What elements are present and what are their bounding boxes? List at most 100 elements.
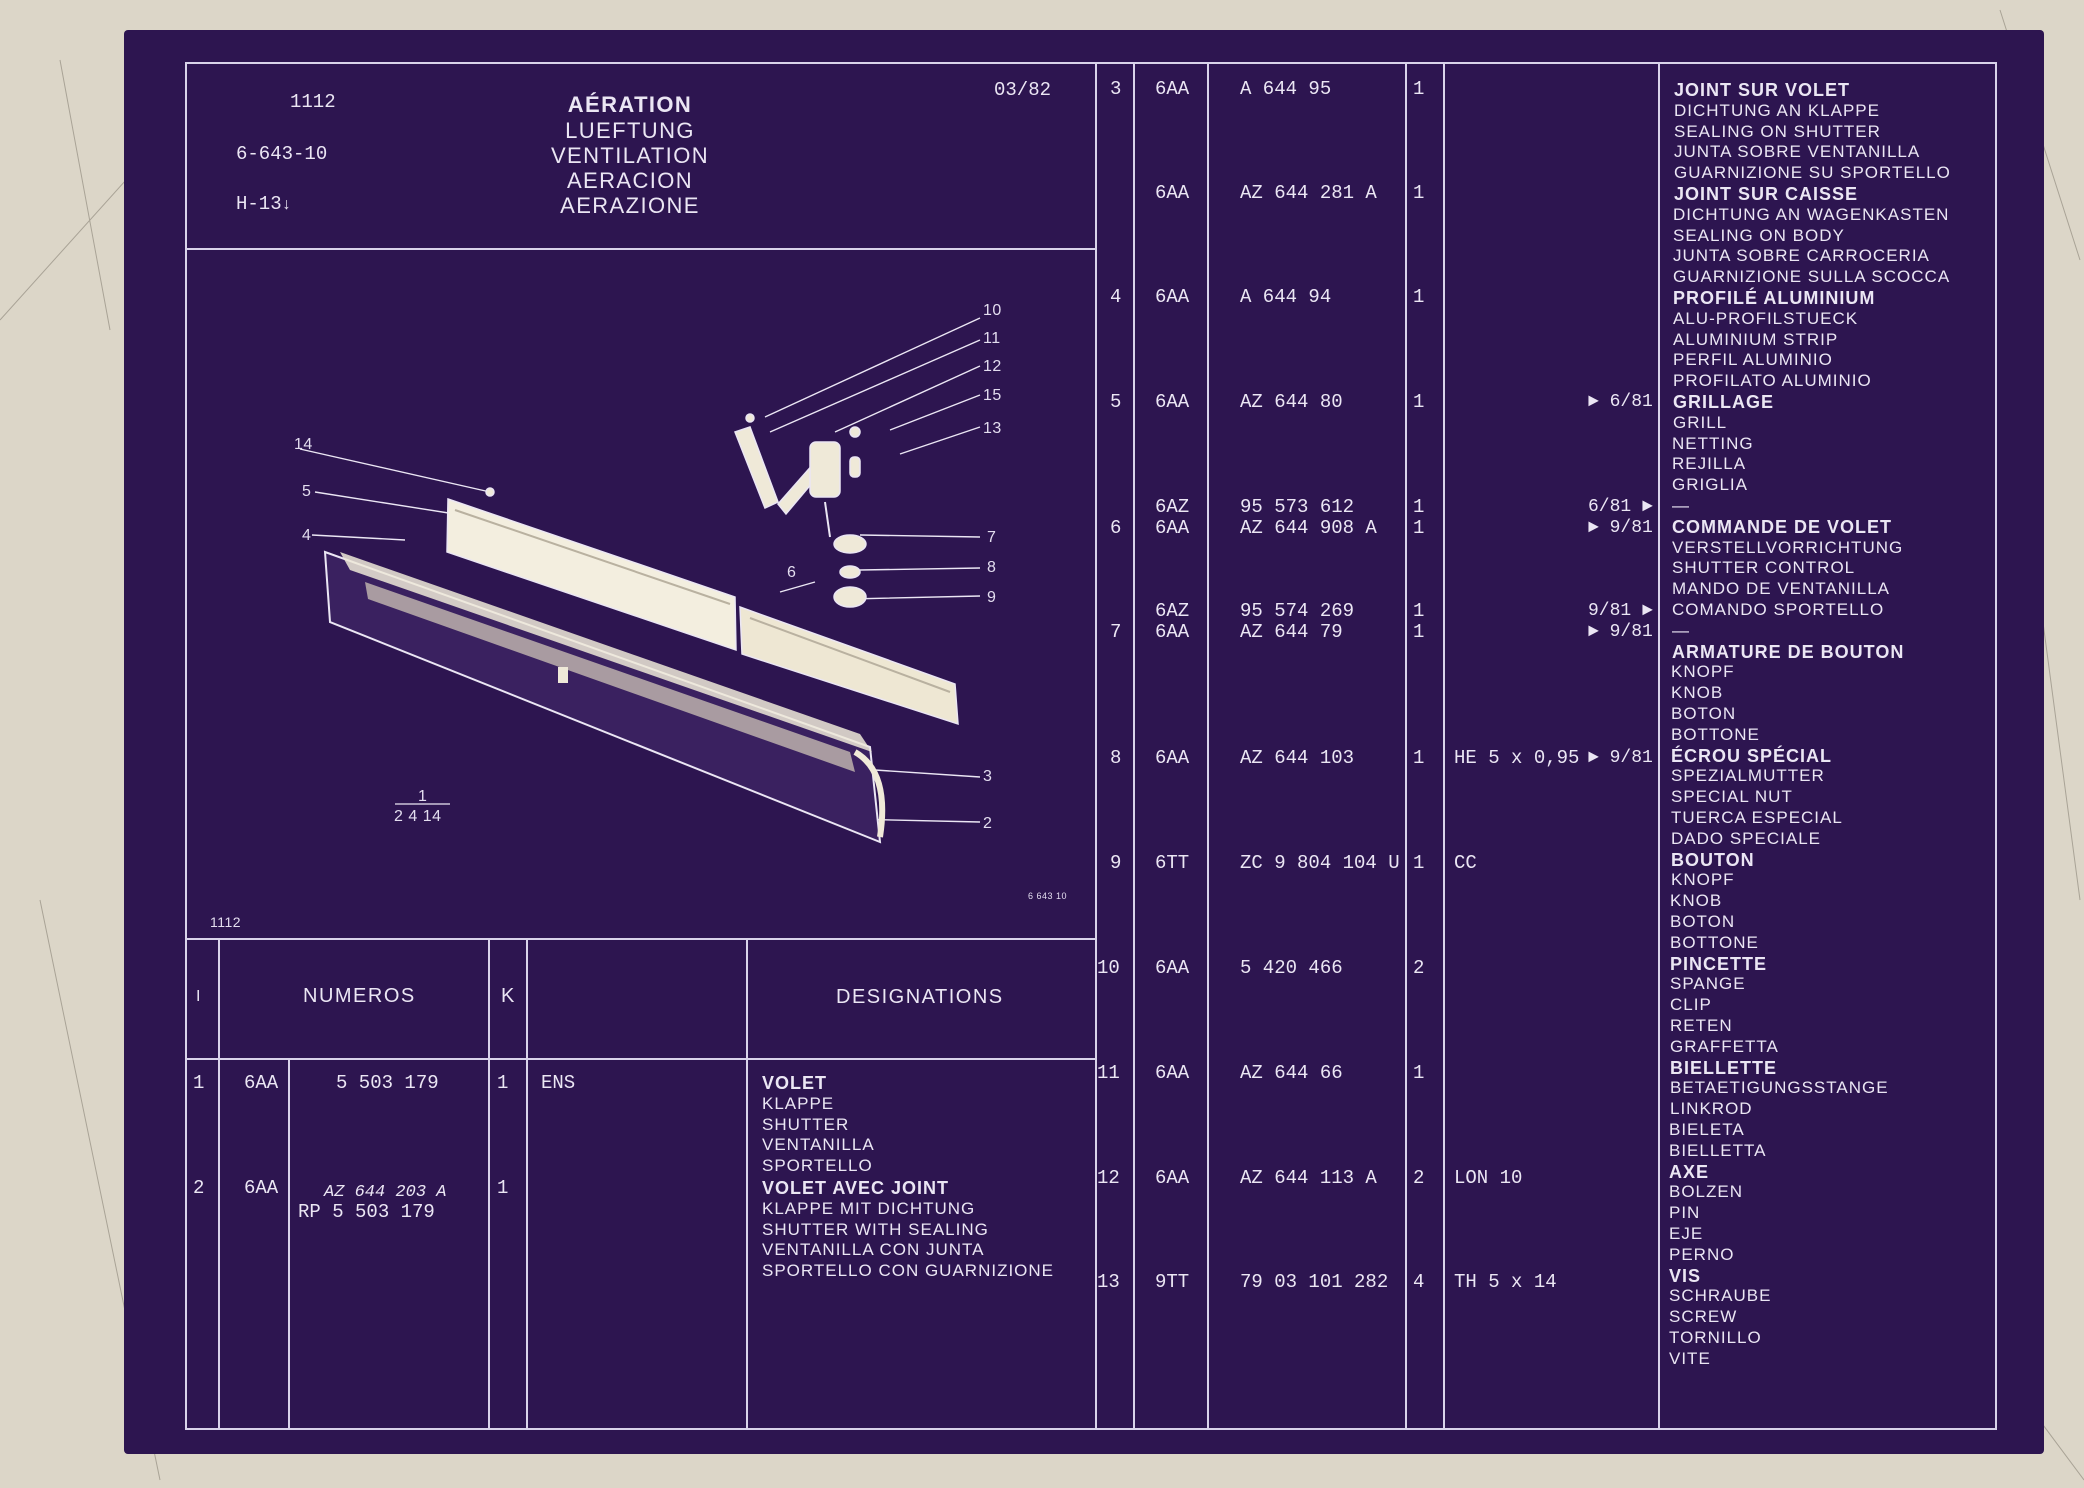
row-part-number: AZ 644 103 [1240,747,1355,769]
title-it: AERAZIONE [560,193,700,218]
row-quantity: 1 [497,1177,509,1199]
designation-line: KNOB [1670,891,1723,911]
row-part-number: A 644 94 [1240,286,1332,308]
row-code: 9TT [1155,1271,1190,1293]
designation-line: GUARNIZIONE SU SPORTELLO [1674,163,1951,183]
designation-heading: GRILLAGE [1673,392,1774,412]
designation-line: GUARNIZIONE SULLA SCOCCA [1673,267,1951,287]
row-quantity: 1 [1413,852,1425,874]
exploded-view-diagram [299,317,981,844]
designation-heading: PINCETTE [1670,953,1768,974]
title-es: AERACION [566,168,694,193]
row-part-number: AZ 644 79 [1240,621,1343,643]
callout-9: 9 [987,589,997,606]
designation-line: BETAETIGUNGSSTANGE [1670,1078,1889,1098]
row-code: 6TT [1155,852,1190,874]
callout-3: 3 [983,768,993,785]
row-code: 6AA [1155,391,1190,413]
row-part-number-alt: RP 5 503 179 [298,1201,435,1223]
row-item-number: 2 [193,1177,205,1199]
row-code: 6AA [1155,621,1190,643]
row-note: LON 10 [1454,1167,1523,1189]
designation-line: BOLZEN [1669,1182,1744,1202]
header-col-i: I [196,988,202,1005]
designation-line: RETEN [1670,1016,1733,1035]
designation-heading: PROFILÉ ALUMINIUM [1673,288,1876,308]
callout-12: 12 [983,358,1002,375]
row-part-number: AZ 644 66 [1240,1062,1343,1084]
header-divider [185,248,1097,250]
col-line [1095,62,1097,1430]
row-item-number: 11 [1097,1062,1120,1084]
designation-line: GRIGLIA [1672,475,1748,495]
row-quantity: 1 [1413,1062,1425,1084]
designation-line: JUNTA SOBRE VENTANILLA [1674,142,1921,162]
row-item-number: 4 [1110,286,1122,308]
row-quantity: 1 [1413,391,1425,413]
row-part-number: 5 420 466 [1240,957,1343,979]
title-en: VENTILATION [550,143,709,168]
col-line [1658,62,1660,1430]
row-code: 6AA [1155,78,1190,100]
row-code: 6AA [1155,286,1190,308]
designation-line: PIN [1669,1203,1701,1223]
callout-6: 6 [787,564,797,581]
row-designation: KLAPPE [762,1093,835,1113]
row-part-number: ZC 9 804 104 U [1240,852,1400,874]
row-part-number: AZ 644 80 [1240,391,1343,413]
plate-number: 6-643-10 [236,143,328,165]
row-item-number: 1 [193,1072,205,1094]
designation-line: SEALING ON SHUTTER [1674,121,1881,141]
row-date-marker: ► 9/81 [1588,622,1653,642]
designation-line: KNOPF [1671,662,1735,682]
fraction-numerator: 1 [418,788,428,805]
title-de: LUEFTUNG [565,118,695,143]
designation-line: DADO SPECIALE [1671,828,1821,848]
row-quantity: 2 [1413,1167,1425,1189]
row-note: ENS [541,1072,576,1094]
designation-line: VITE [1669,1348,1711,1368]
row-code: 6AA [1155,747,1190,769]
row-code: 6AZ [1155,600,1190,622]
row-note: TH 5 x 14 [1454,1271,1557,1293]
row-item-number: 8 [1110,747,1122,769]
designation-line: CLIP [1670,995,1712,1015]
designation-line: GRILL [1673,412,1728,432]
designation-line: REJILLA [1672,454,1747,474]
shutter-control-mechanism [485,413,867,608]
row-designation: KLAPPE MIT DICHTUNG [762,1198,976,1218]
row-date-marker: ► 9/81 [1588,518,1653,538]
row-item-number: 7 [1110,621,1122,643]
row-designation: VENTANILLA [762,1135,875,1155]
row-designation: SHUTTER [762,1114,850,1134]
row-quantity: 4 [1413,1271,1425,1293]
row-part-number: 5 503 179 [336,1072,439,1094]
diagram-plate-ref: 6 643 10 [1028,891,1068,901]
row-date-marker: ► 6/81 [1588,392,1653,412]
row-part-number: AZ 644 113 A [1240,1167,1377,1189]
reference-code: H-13↓ [236,194,291,216]
designation-line: PROFILATO ALUMINIO [1673,371,1872,391]
plate-frame [185,62,1997,1430]
designation-line: SPECIAL NUT [1671,787,1793,807]
header-col-k: K [501,985,516,1007]
designation-line: TUERCA ESPECIAL [1671,808,1843,827]
col-line [746,938,748,1430]
designation-line: DICHTUNG AN KLAPPE [1674,100,1880,120]
col-line [488,938,490,1430]
designation-line: BOTON [1671,704,1737,723]
row-part-number: A 644 95 [1240,78,1332,100]
designation-heading: ARMATURE DE BOUTON [1672,641,1905,662]
designation-line: NETTING [1672,433,1754,453]
designation-line: SCREW [1669,1307,1738,1327]
callout-4: 4 [302,527,312,544]
callout-15: 15 [983,387,1002,404]
row-quantity: 1 [1413,621,1425,643]
designation-line: VERSTELLVORRICHTUNG [1672,537,1904,557]
row-part-number: 95 573 612 [1240,496,1355,518]
designation-line: BOTON [1670,912,1736,931]
diagram-divider [185,938,1097,940]
shutter-part [323,550,886,844]
row-part-number: 95 574 269 [1240,600,1355,622]
designation-line: KNOPF [1671,870,1735,890]
